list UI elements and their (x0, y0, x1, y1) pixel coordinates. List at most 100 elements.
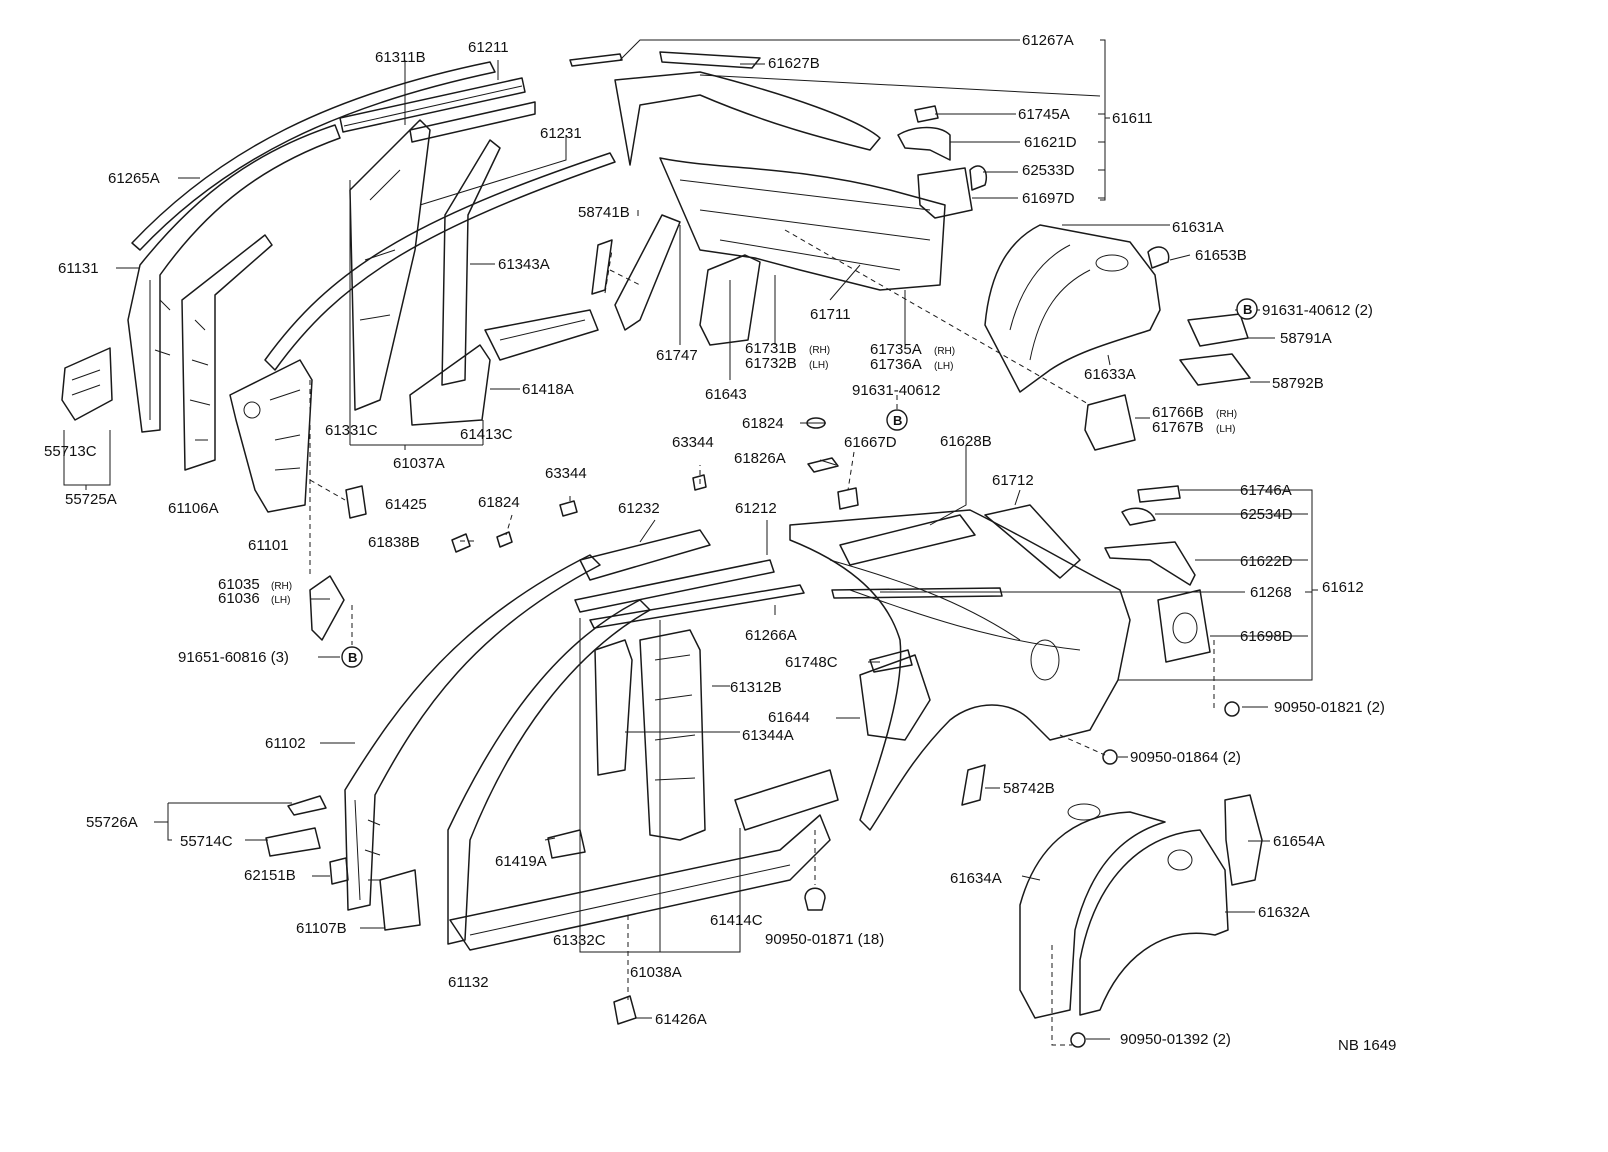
part-61331C (349, 119, 431, 411)
part-label: 61824 (478, 494, 520, 511)
part-label: 61231 (540, 125, 582, 142)
part-label: 61767B (1152, 419, 1204, 436)
part-61632A (1079, 829, 1229, 1016)
part-61107B (379, 869, 421, 931)
part-61343A (441, 139, 501, 386)
part-label: 62533D (1022, 162, 1075, 179)
part-label: 55725A (65, 491, 117, 508)
part-61622D (1104, 541, 1196, 586)
part-label: 61038A (630, 964, 682, 981)
part-label: 61667D (844, 434, 897, 451)
part-label: 61736A (870, 356, 922, 373)
part-61712 (984, 504, 1081, 579)
part-label: 61344A (742, 727, 794, 744)
part-61748C (869, 649, 913, 673)
part-55726A (287, 795, 327, 816)
part-61268 (831, 587, 1003, 599)
part-61266A (589, 584, 805, 629)
part-61611 (614, 71, 881, 166)
part-rocker (449, 814, 831, 951)
part-90950-01871 (804, 887, 826, 911)
part-label-suffix: (LH) (934, 361, 953, 372)
part-61621D (897, 126, 951, 161)
part-label: 61131 (58, 260, 99, 277)
part-label: 90950-01871 (18) (765, 931, 884, 948)
part-label: 61212 (735, 500, 777, 517)
part-61667D (837, 487, 859, 510)
part-label-suffix: (RH) (809, 345, 830, 356)
part-label: 61426A (655, 1011, 707, 1028)
part-61826A (807, 457, 839, 473)
part-61131 (127, 124, 341, 433)
part-label: 61132 (448, 974, 489, 991)
part-label: 61413C (460, 426, 513, 443)
part-label: 61824 (742, 415, 784, 432)
part-61101 (229, 359, 313, 513)
part-61212 (574, 559, 775, 613)
part-label: 61268 (1250, 584, 1292, 601)
part-label: 61627B (768, 55, 820, 72)
part-61425 (345, 485, 367, 519)
part-label: 61643 (705, 386, 747, 403)
part-58792B (1179, 353, 1251, 386)
part-61697D (917, 167, 973, 219)
part-61035 (309, 575, 345, 641)
part-61418A (484, 309, 599, 361)
part-61267A (569, 53, 623, 67)
part-label: 61035 (218, 576, 260, 593)
part-61644 (859, 654, 931, 741)
part-61746A (1137, 485, 1181, 503)
leader-lines (63, 39, 1318, 1046)
part-61231 (264, 152, 616, 371)
part-label: 55714C (180, 833, 233, 850)
part-label: 61414C (710, 912, 763, 929)
part-label: 61418A (522, 381, 574, 398)
part-label: 90950-01821 (2) (1274, 699, 1385, 716)
part-label: 61747 (656, 347, 698, 364)
part-61344A (594, 639, 633, 776)
part-label: 61698D (1240, 628, 1293, 645)
part-label: 61343A (498, 256, 550, 273)
part-label: 62534D (1240, 506, 1293, 523)
parts-artwork (61, 51, 1263, 1048)
part-61747 (614, 214, 681, 331)
part-label-suffix: (LH) (1216, 424, 1235, 435)
part-label: 61419A (495, 853, 547, 870)
part-label: 61106A (168, 500, 219, 517)
part-label: 61232 (618, 500, 660, 517)
part-label: 62151B (244, 867, 296, 884)
part-label: 61311B (375, 49, 426, 66)
marker-b: B (893, 413, 902, 428)
part-label: 61732B (745, 355, 797, 372)
part-label: 61611 (1112, 110, 1153, 127)
part-label: 61634A (950, 870, 1002, 887)
part-61211 (339, 77, 526, 133)
part-label: 61102 (265, 735, 306, 752)
part-label: 61826A (734, 450, 786, 467)
part-label: 61266A (745, 627, 797, 644)
part-61311B (409, 101, 536, 143)
part-58742B (961, 764, 986, 806)
part-90950-01864 (1102, 749, 1118, 765)
part-55713C (61, 347, 113, 421)
part-label: 61711 (810, 306, 851, 323)
part-label-suffix: (RH) (271, 581, 292, 592)
part-label: 61631A (1172, 219, 1224, 236)
part-label: 61712 (992, 472, 1034, 489)
diagram-code: NB 1649 (1338, 1037, 1396, 1054)
part-58741B (591, 239, 613, 295)
part-label: 61312B (730, 679, 782, 696)
part-label: 61425 (385, 496, 427, 513)
part-label: 55713C (44, 443, 97, 460)
part-label-suffix: (RH) (934, 346, 955, 357)
part-label-suffix: (RH) (1216, 409, 1237, 420)
part-label: 58792B (1272, 375, 1324, 392)
part-label: 91651-60816 (3) (178, 649, 289, 666)
part-label: 63344 (672, 434, 714, 451)
part-label: 61654A (1273, 833, 1325, 850)
part-62151B (329, 857, 349, 885)
part-label: 61653B (1195, 247, 1247, 264)
part-label: 61697D (1022, 190, 1075, 207)
part-label: 61731B (745, 340, 797, 357)
